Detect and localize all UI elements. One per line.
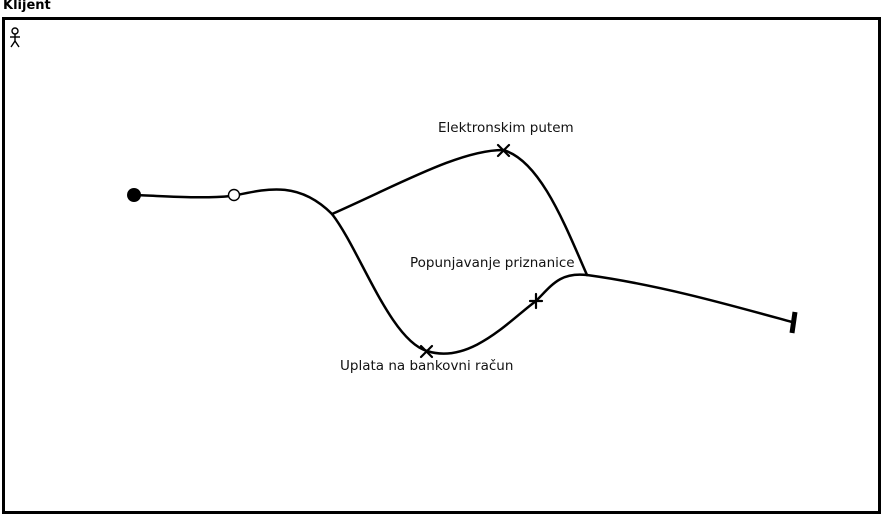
flow-intermediate-to-split xyxy=(235,188,334,216)
flow-top-to-merge xyxy=(501,148,589,277)
activity-label-top: Elektronskim putem xyxy=(438,120,574,136)
x-cross-icon[interactable] xyxy=(496,143,511,158)
x-cross-icon[interactable] xyxy=(419,344,434,359)
hollow-circle-icon[interactable] xyxy=(227,188,241,202)
end-bar-icon[interactable] xyxy=(789,311,798,334)
flow-merge-to-end xyxy=(585,273,794,324)
activity-label-bottom: Uplata na bankovni račun xyxy=(340,358,513,374)
pool-frame xyxy=(2,17,881,514)
flow-split-to-bottom xyxy=(330,212,429,353)
activity-label-right: Popunjavanje priznanice xyxy=(410,255,575,271)
flow-bottom-to-right xyxy=(425,299,538,355)
pool-title: Klijent xyxy=(3,0,51,13)
stick-figure-icon xyxy=(10,27,20,48)
filled-circle-icon[interactable] xyxy=(127,188,141,202)
flow-start-to-intermediate xyxy=(132,193,233,199)
flow-split-to-top xyxy=(330,148,505,216)
flow-right-to-merge xyxy=(534,273,589,303)
plus-cross-icon[interactable] xyxy=(528,292,544,310)
